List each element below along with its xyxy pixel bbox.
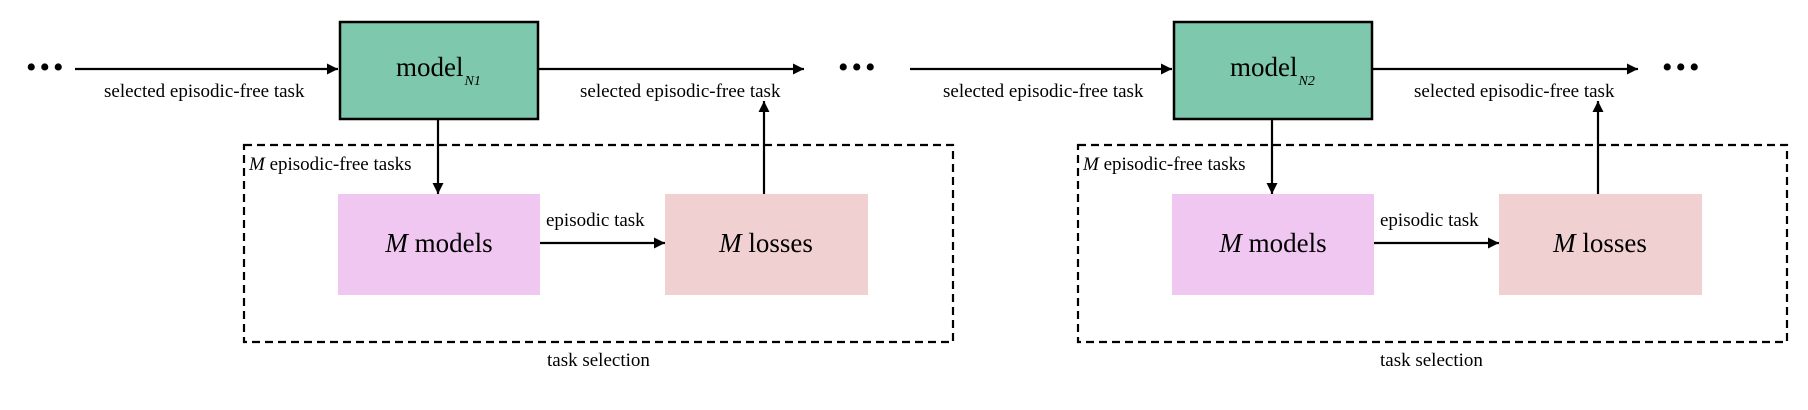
input-label: selected episodic-free task [943,81,1144,102]
losses-var: M [718,228,743,258]
losses-rest: losses [742,228,813,258]
models-var: M [384,228,409,258]
tasks-label: M episodic-free tasks [1082,154,1246,175]
m-losses-box [1499,194,1702,295]
stage-2: selected episodic-free task modelN2 sele… [910,20,1789,371]
task-selection-frame [1076,143,1789,344]
model-subscript: N2 [1298,74,1315,89]
m-models-box [338,194,540,295]
m-losses-box [665,194,868,295]
model-label: model [396,52,464,82]
m-models-text: M models [1218,228,1326,258]
input-label: selected episodic-free task [104,81,305,102]
m-models-text: M models [384,228,492,258]
tasks-rest: episodic-free tasks [265,154,412,175]
stage-1: selected episodic-free task modelN1 sele… [75,20,955,371]
model-title: modelN2 [1230,52,1315,89]
episodic-label: episodic task [546,210,645,231]
model-subscript: N1 [464,74,481,89]
m-losses-text: M losses [718,228,813,258]
m-losses-text: M losses [1552,228,1647,258]
tasks-rest: episodic-free tasks [1099,154,1246,175]
tasks-var: M [1082,154,1100,175]
task-selection-label: task selection [547,350,650,371]
output-label: selected episodic-free task [580,81,781,102]
episodic-label: episodic task [1380,210,1479,231]
losses-var: M [1552,228,1577,258]
model-label: model [1230,52,1298,82]
tasks-label: M episodic-free tasks [248,154,412,175]
task-selection-label: task selection [1380,350,1483,371]
models-var: M [1218,228,1243,258]
tasks-var: M [248,154,266,175]
ellipsis-left: ••• [26,51,67,84]
models-rest: models [408,228,493,258]
m-models-box [1172,194,1374,295]
models-rest: models [1242,228,1327,258]
ellipsis-middle: ••• [838,51,879,84]
output-label: selected episodic-free task [1414,81,1615,102]
losses-rest: losses [1576,228,1647,258]
ellipsis-right: ••• [1662,51,1703,84]
model-title: modelN1 [396,52,481,89]
task-selection-frame [242,143,955,344]
model-box [1172,20,1374,121]
